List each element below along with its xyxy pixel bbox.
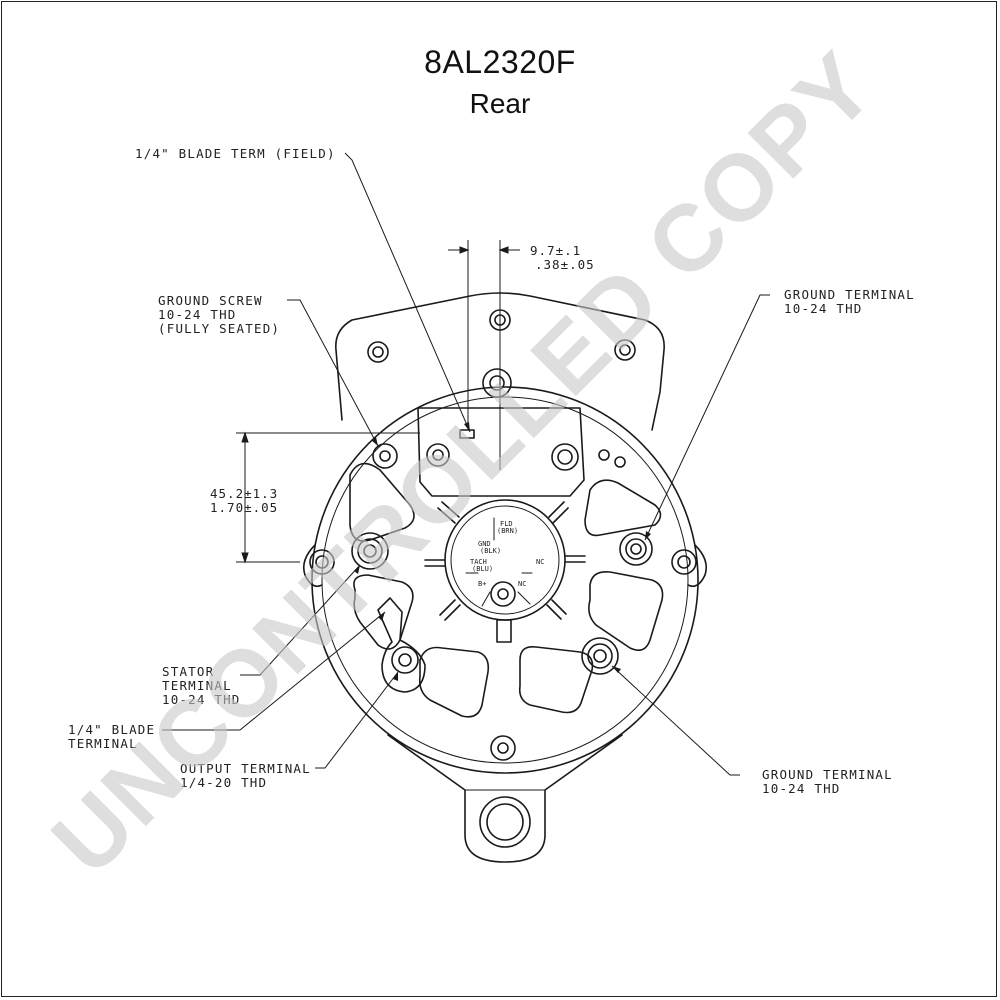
dim-left-mm: 45.2±1.3 bbox=[210, 486, 278, 501]
lower-lug-hole-inner bbox=[486, 803, 524, 841]
label-blade-terminal-2: TERMINAL bbox=[68, 736, 138, 751]
label-ground-terminal-right-2: 10-24 THD bbox=[784, 301, 863, 316]
right-ear bbox=[687, 544, 708, 588]
label-ground-screw-2: 10-24 THD bbox=[158, 307, 237, 322]
part-number-title: 8AL2320F bbox=[424, 44, 576, 80]
view-title: Rear bbox=[469, 88, 531, 119]
lower-mounting-lug bbox=[387, 734, 623, 863]
upper-mounting-bracket bbox=[335, 292, 665, 431]
conn-nc-bottom: NC bbox=[518, 580, 526, 588]
label-output-terminal-1: OUTPUT TERMINAL bbox=[180, 761, 311, 776]
dim-left-in: 1.70±.05 bbox=[210, 500, 278, 515]
conn-blu: (BLU) bbox=[472, 565, 493, 573]
label-blade-terminal-1: 1/4" BLADE bbox=[68, 722, 155, 737]
left-ear bbox=[302, 544, 323, 588]
stator-terminal bbox=[351, 532, 389, 570]
housing-inner bbox=[321, 396, 689, 764]
regulator-plate bbox=[417, 407, 585, 497]
conn-brn: (BRN) bbox=[497, 527, 518, 535]
dim-top-in: .38±.05 bbox=[535, 257, 595, 272]
label-ground-screw-1: GROUND SCREW bbox=[158, 293, 263, 308]
output-terminal bbox=[391, 646, 419, 674]
label-output-terminal-2: 1/4-20 THD bbox=[180, 775, 267, 790]
dim-top-mm: 9.7±.1 bbox=[530, 243, 581, 258]
label-stator-3: 10-24 THD bbox=[162, 692, 241, 707]
conn-bplus: B+ bbox=[478, 580, 486, 588]
label-ground-terminal-right-1: GROUND TERMINAL bbox=[784, 287, 915, 302]
label-stator-1: STATOR bbox=[162, 664, 214, 679]
label-ground-terminal-bottom-1: GROUND TERMINAL bbox=[762, 767, 893, 782]
connector-hub-inner bbox=[450, 505, 560, 615]
conn-nc-top: NC bbox=[536, 558, 544, 566]
ground-terminal-right bbox=[619, 532, 653, 566]
lower-lug-hole-outer bbox=[479, 796, 531, 848]
conn-gnd: GND bbox=[478, 540, 491, 548]
output-terminal-bracket bbox=[377, 597, 426, 693]
housing-outer bbox=[311, 386, 699, 774]
ground-terminal-bottom bbox=[581, 637, 619, 675]
ground-screw-left bbox=[372, 443, 398, 469]
conn-fld: FLD bbox=[500, 520, 513, 528]
label-ground-terminal-bottom-2: 10-24 THD bbox=[762, 781, 841, 796]
conn-blk: (BLK) bbox=[480, 547, 501, 555]
label-blade-field: 1/4" BLADE TERM (FIELD) bbox=[135, 146, 336, 161]
conn-tach: TACH bbox=[470, 558, 487, 566]
label-ground-screw-3: (FULLY SEATED) bbox=[158, 321, 280, 336]
label-stator-2: TERMINAL bbox=[162, 678, 232, 693]
